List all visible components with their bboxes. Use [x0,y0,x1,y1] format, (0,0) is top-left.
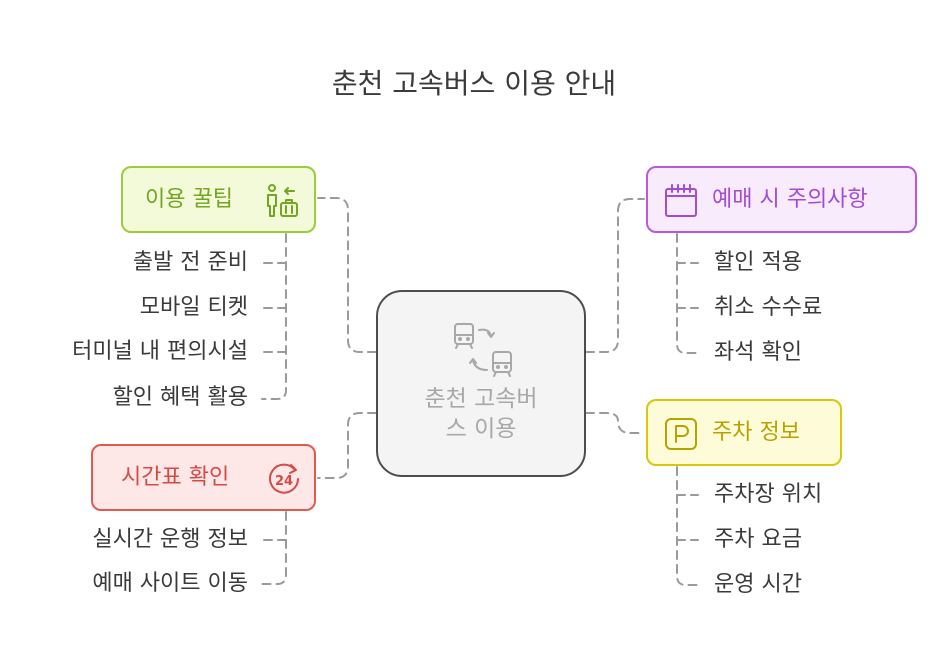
timetable-item-1: 실시간 운행 정보 [92,527,248,552]
svg-text:24: 24 [275,474,293,489]
branch-timetable-label: 시간표 확인 [121,464,230,490]
parking-item-3: 운영 시간 [714,572,802,597]
bus-transfer-icon [454,323,512,377]
timetable-item-2: 예매 사이트 이동 [92,571,248,596]
central-node: 춘천 고속버 스 이용 [376,290,586,477]
booking-item-1: 할인 적용 [714,250,802,275]
24-hours-icon: 24 [269,463,299,494]
central-label-line1: 춘천 고속버 [424,386,538,412]
branch-tips-label: 이용 꿀팁 [145,186,233,212]
parking-item-1: 주차장 위치 [714,482,823,507]
parking-icon [665,418,697,450]
tips-item-1: 출발 전 준비 [132,250,248,275]
booking-item-2: 취소 수수료 [714,295,823,320]
parking-item-2: 주차 요금 [714,527,802,552]
booking-item-3: 좌석 확인 [714,340,802,365]
branch-booking-label: 예매 시 주의사항 [712,186,868,212]
tips-item-3: 터미널 내 편의시설 [72,339,248,364]
diagram-title: 춘천 고속버스 이용 안내 [331,67,617,100]
branch-parking: 주차 정보 [646,399,842,466]
tips-item-2: 모바일 티켓 [139,295,248,320]
branch-tips: 이용 꿀팁 [121,166,316,233]
traveler-luggage-icon [267,184,298,217]
branch-booking: 예매 시 주의사항 [646,166,917,233]
calendar-icon [665,184,697,217]
central-label-line2: 스 이용 [445,416,517,442]
tips-item-4: 할인 혜택 활용 [112,385,248,410]
branch-timetable: 시간표 확인 24 [91,444,316,511]
central-label: 춘천 고속버 스 이용 [378,384,584,444]
branch-parking-label: 주차 정보 [712,419,800,445]
